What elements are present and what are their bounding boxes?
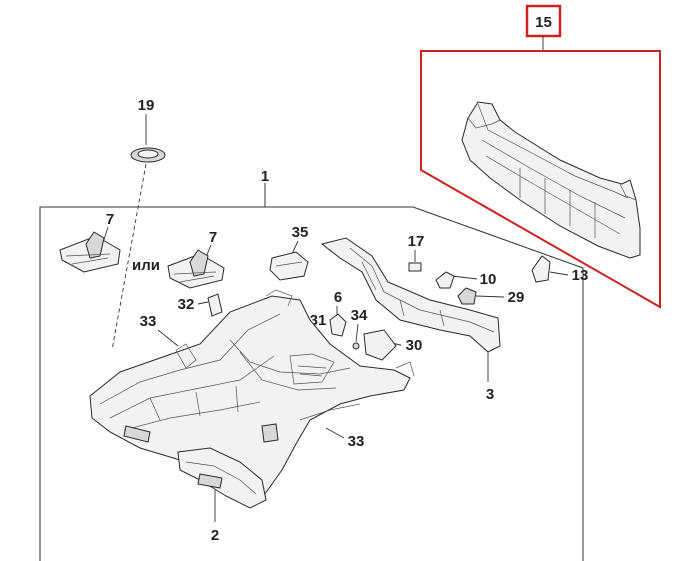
callout-2-label: 2 xyxy=(211,527,219,544)
callout-10-label: 10 xyxy=(480,271,497,288)
callout-32-label: 32 xyxy=(178,296,195,313)
callout-7b-label: 7 xyxy=(209,229,217,246)
part-32-clip xyxy=(207,293,223,317)
callout-30-label: 30 xyxy=(406,337,423,354)
part-6-bolt xyxy=(329,313,347,337)
part-35-pad xyxy=(269,251,309,281)
callout-6-label: 6 xyxy=(334,289,342,306)
part-13-bracket xyxy=(531,255,551,283)
part-7-bracket-b xyxy=(167,249,225,289)
callout-1-label: 1 xyxy=(261,168,269,185)
part-29-nut xyxy=(457,287,477,305)
part-34-pin xyxy=(352,342,360,350)
callout-13-label: 13 xyxy=(572,267,589,284)
callout-29-label: 29 xyxy=(508,289,525,306)
part-30-bracket xyxy=(363,329,397,361)
callout-7a-label: 7 xyxy=(106,211,114,228)
part-7-bracket-a xyxy=(59,231,121,273)
part-10-clip xyxy=(435,271,455,289)
callout-15-label: 15 xyxy=(535,14,552,31)
or-label: или xyxy=(132,257,160,274)
part-17-plate xyxy=(408,262,422,272)
part-15-highlight-frame xyxy=(420,50,661,309)
callout-19-label: 19 xyxy=(138,97,155,114)
callout-33b-label: 33 xyxy=(348,433,365,450)
callout-17-label: 17 xyxy=(408,233,425,250)
part-15-rear-panel xyxy=(461,101,641,259)
part-19-grommet xyxy=(130,147,166,163)
callout-3-label: 3 xyxy=(486,386,494,403)
callout-33a-label: 33 xyxy=(140,313,157,330)
part-2-cross-member xyxy=(177,447,267,509)
main-floor-pan xyxy=(89,289,415,499)
callout-35-label: 35 xyxy=(292,224,309,241)
part-1-bracket-line xyxy=(39,183,584,561)
callout-15-box xyxy=(525,4,562,38)
callout-34-label: 34 xyxy=(351,307,368,324)
part-3-rear-rail xyxy=(320,237,501,353)
